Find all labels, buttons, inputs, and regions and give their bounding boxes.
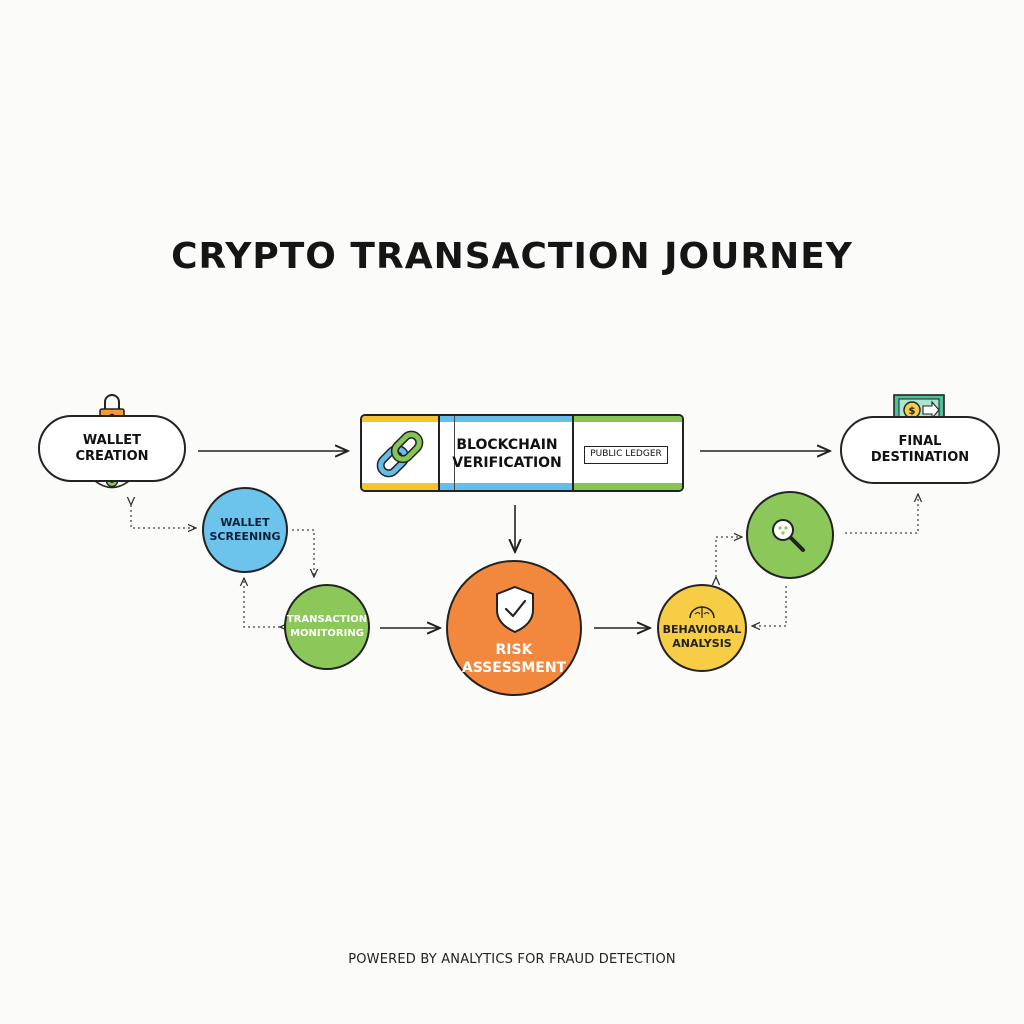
band-yellow-bottom bbox=[362, 483, 440, 490]
brain-icon bbox=[689, 606, 715, 619]
magnifier-icon bbox=[772, 519, 805, 552]
wallet-screening-label-2: SCREENING bbox=[209, 530, 281, 543]
wallet-creation-label-2: CREATION bbox=[75, 448, 149, 464]
behavioral-analysis-label-1: BEHAVIORAL bbox=[662, 623, 742, 636]
wallet-creation-label-1: WALLET bbox=[82, 432, 142, 448]
wallet-screening-node: WALLET SCREENING bbox=[202, 487, 288, 573]
transaction-monitoring-node: TRANSACTION MONITORING bbox=[284, 584, 370, 670]
band-green-top bbox=[574, 416, 682, 422]
final-destination-label-1: FINAL bbox=[898, 434, 942, 449]
public-ledger-tag: PUBLIC LEDGER bbox=[584, 446, 668, 464]
cell-divider bbox=[572, 416, 574, 490]
wallet-screening-label-1: WALLET bbox=[220, 516, 270, 529]
band-green-bottom bbox=[574, 483, 682, 490]
final-destination-label-2: DESTINATION bbox=[870, 450, 970, 465]
dotted-wallet-to-screening bbox=[131, 505, 196, 528]
risk-assessment-label-1: RISK bbox=[495, 642, 533, 658]
chain-link-icon bbox=[376, 430, 424, 478]
dotted-monitoring-to-screening bbox=[244, 578, 280, 627]
cell-divider bbox=[438, 416, 440, 490]
band-blue-bottom bbox=[440, 483, 574, 490]
band-blue-top bbox=[440, 416, 574, 422]
transaction-monitoring-label-1: TRANSACTION bbox=[286, 614, 368, 625]
blockchain-verification-node: BLOCKCHAIN VERIFICATION PUBLIC LEDGER bbox=[360, 414, 684, 492]
band-yellow-top bbox=[362, 416, 440, 422]
page-title: CRYPTO TRANSACTION JOURNEY bbox=[171, 236, 853, 277]
dotted-magnifier-to-behavioral bbox=[752, 586, 787, 626]
blockchain-label-1: BLOCKCHAIN bbox=[456, 437, 558, 453]
final-destination-node: FINAL DESTINATION bbox=[840, 416, 1000, 484]
dotted-behavioral-to-magnifier bbox=[716, 537, 742, 577]
shield-check-icon bbox=[496, 585, 534, 634]
footer-caption: POWERED BY ANALYTICS FOR FRAUD DETECTION bbox=[348, 952, 676, 967]
svg-text:$: $ bbox=[909, 406, 916, 417]
risk-assessment-label-2: ASSESSMENT bbox=[461, 660, 567, 676]
cell-divider bbox=[454, 416, 455, 490]
behavioral-analysis-node: BEHAVIORAL ANALYSIS bbox=[657, 584, 747, 672]
blockchain-label-2: VERIFICATION bbox=[452, 455, 562, 471]
wallet-creation-node: WALLET CREATION bbox=[38, 415, 186, 482]
blockchain-verification-label: BLOCKCHAIN VERIFICATION bbox=[442, 436, 572, 472]
behavioral-analysis-label-2: ANALYSIS bbox=[672, 637, 732, 650]
transaction-monitoring-label-2: MONITORING bbox=[290, 628, 364, 639]
dotted-screening-to-monitoring bbox=[292, 529, 314, 577]
